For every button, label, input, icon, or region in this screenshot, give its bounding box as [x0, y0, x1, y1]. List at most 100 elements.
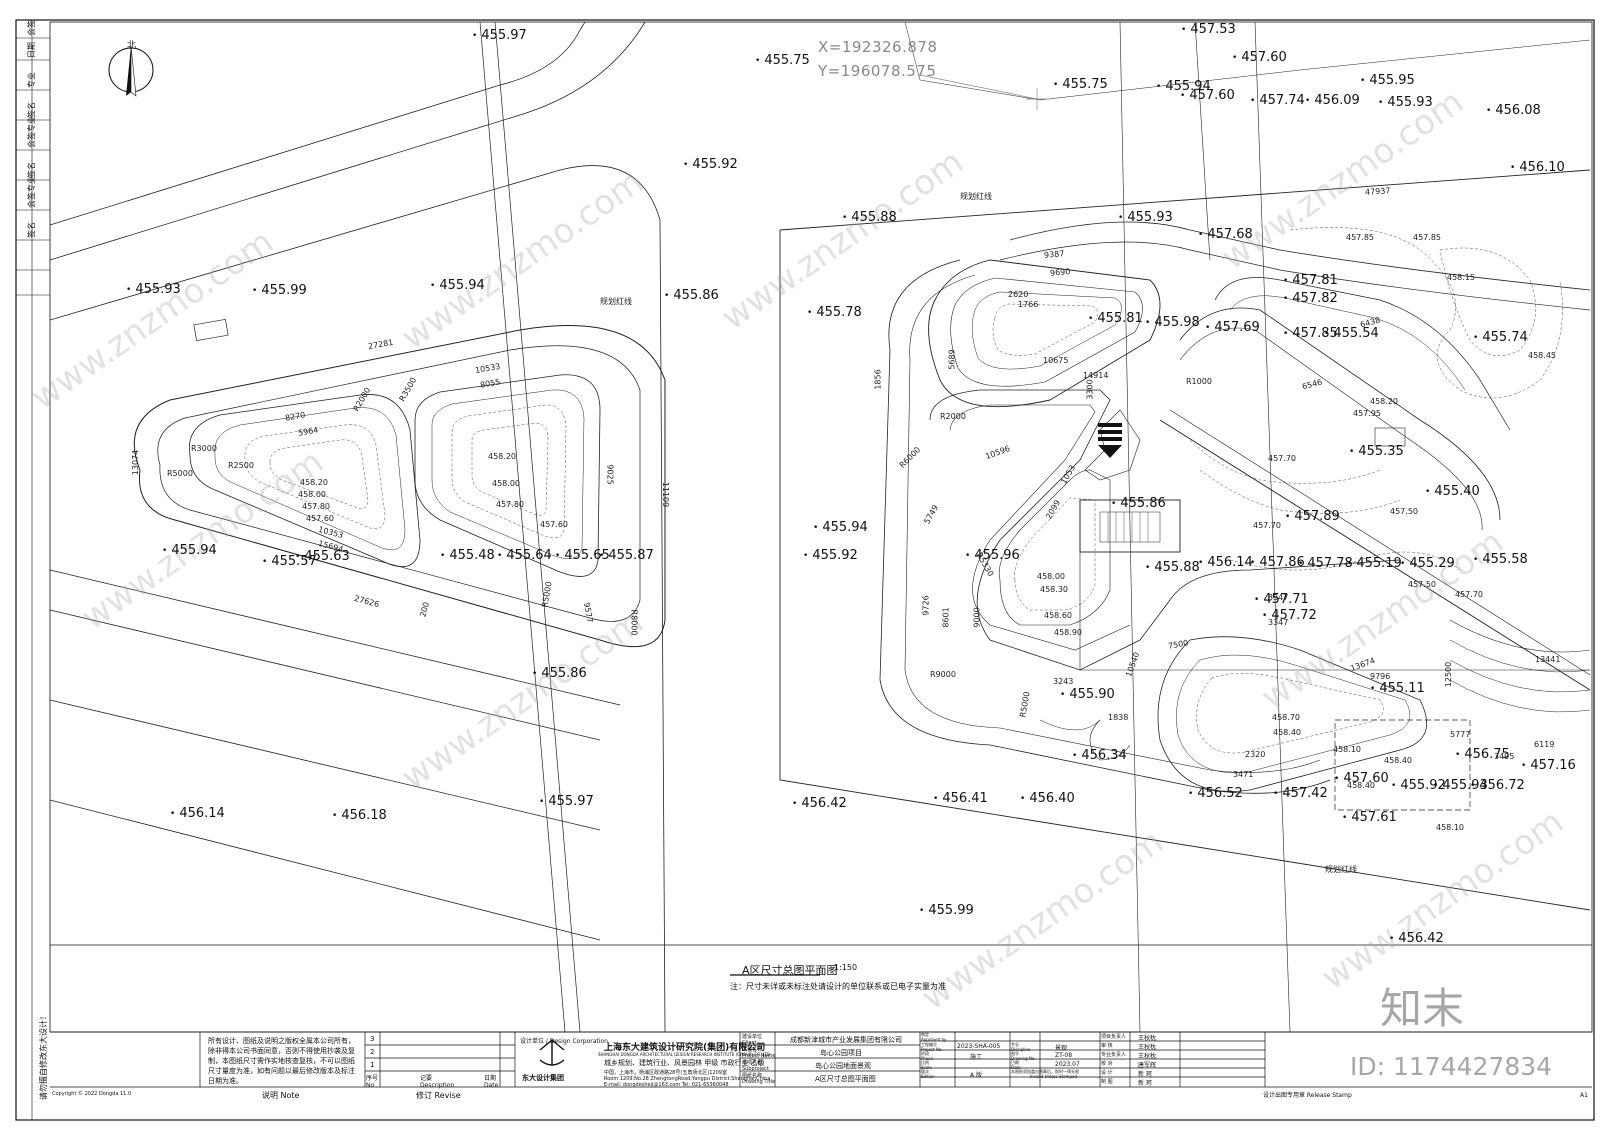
- dimension-label: 3347: [1268, 593, 1289, 602]
- drawing-title: A区尺寸总图平面图: [742, 964, 838, 977]
- spot-elevation: 456.41: [933, 791, 988, 806]
- spot-elevation: 455.11: [1370, 681, 1425, 696]
- spot-elevation: 455.78: [807, 305, 862, 320]
- revise-label: 修订 Revise: [416, 1091, 461, 1100]
- spot-elevation: 456.18: [332, 808, 387, 823]
- spot-elevation: 455.40: [1425, 484, 1480, 499]
- spot-elevation: 457.86: [1250, 555, 1305, 570]
- revision-desc-header: 记要 Description: [420, 1075, 455, 1089]
- spot-elevation: 455.97: [472, 28, 527, 43]
- spot-elevation: 455.19: [1347, 556, 1402, 571]
- role-label: 项目负责人: [1101, 1034, 1127, 1040]
- spot-elevation: 455.64: [497, 548, 552, 563]
- north-label: 北: [127, 41, 137, 51]
- spot-elevation: 455.97: [539, 794, 594, 809]
- spot-elevation: 455.81: [1088, 311, 1143, 326]
- contour-label: 458.45: [1528, 351, 1556, 360]
- revision-row-number: 3: [370, 1035, 375, 1043]
- spot-elevation: 455.98: [1145, 315, 1200, 330]
- contour-label: 458.00: [298, 490, 326, 499]
- spot-elevation: 455.29: [1400, 556, 1455, 571]
- title-block-grid: [50, 944, 1592, 1088]
- drawing-no-label: 图号 Drawing No.: [1011, 1051, 1036, 1061]
- edition-label: 版次 Edition: [921, 1069, 935, 1079]
- dimension-label: 3300: [1085, 379, 1095, 400]
- dimension-label: R9000: [930, 670, 956, 679]
- contour-label: 458.15: [1447, 273, 1475, 282]
- subproject-name: 岛心公园地面景观: [815, 1062, 871, 1070]
- dimension-label: R5000: [167, 469, 193, 478]
- dimension-label: 47937: [1364, 186, 1391, 197]
- role-name: 新 珂: [1138, 1080, 1152, 1087]
- contour-label: 457.70: [1268, 454, 1296, 463]
- role-name: 王秋枕: [1138, 1053, 1157, 1060]
- spot-elevation: 455.94: [430, 278, 485, 293]
- spot-elevation: 457.53: [1181, 22, 1236, 37]
- dimension-label: 9387: [1043, 249, 1065, 260]
- company-qualification: 城乡规划、建筑行业、风景园林 甲级 市政行业 乙级: [604, 1059, 765, 1067]
- spot-elevation: 455.92: [683, 157, 738, 172]
- date-label: 日期 Date: [1011, 1060, 1021, 1070]
- spot-elevation: 455.99: [919, 903, 974, 918]
- drawing-note: 注：尺寸未详或未标注处请设计的单位联系或已电子实量为准: [730, 982, 946, 991]
- side-field: 会签: [27, 20, 36, 36]
- spot-elevation: 456.42: [792, 796, 847, 811]
- invalid-note: 本图纸须加盖出图章后，即时一律无效: [1011, 1069, 1079, 1074]
- side-strip-text: 请勿擅自修改东大设计！: [39, 1012, 48, 1100]
- dimension-label: 10675: [1043, 356, 1069, 365]
- spot-elevation: 455.93: [1378, 95, 1433, 110]
- logo-text: 东大设计集团: [522, 1074, 564, 1082]
- dimension-label: 1838: [1108, 713, 1129, 722]
- spot-elevation: 456.52: [1188, 786, 1243, 801]
- coordinate-y: Y=196078.575: [818, 62, 937, 80]
- spot-elevation: 457.78: [1298, 556, 1353, 571]
- contour-label: 458.00: [1037, 572, 1065, 581]
- spot-elevation: 455.63: [295, 549, 350, 564]
- dimension-label: 3243: [1053, 677, 1074, 686]
- edition: A 版: [970, 1072, 983, 1079]
- spot-elevation: 457.60: [1180, 88, 1235, 103]
- contour-label: 457.80: [496, 500, 524, 509]
- dimension-label: 12500: [1444, 661, 1454, 688]
- contour-label: 457.50: [1390, 507, 1418, 516]
- brand-logo-text: 知末: [1380, 984, 1465, 1033]
- left-planting-island: [133, 318, 666, 648]
- contour-label: 458.10: [1333, 745, 1361, 754]
- contour-label: 458.20: [300, 478, 328, 487]
- dimension-label: 8601: [941, 607, 951, 628]
- contour-label: 458.00: [492, 479, 520, 488]
- spot-elevation: 455.87: [599, 548, 654, 563]
- dimension-label: R3000: [191, 444, 217, 453]
- spot-elevation: 455.74: [1473, 330, 1528, 345]
- road-edges: [49, 21, 1591, 1033]
- role-label: 审 核: [1101, 1043, 1113, 1049]
- contour-label: 457.85: [1346, 233, 1374, 242]
- side-strip: [16, 20, 50, 1120]
- spot-elevation: 455.99: [252, 283, 307, 298]
- spot-elevation: 455.75: [1053, 77, 1108, 92]
- contour-label: 457.60: [306, 514, 334, 523]
- contour-label: 458.10: [1436, 823, 1464, 832]
- dimension-label: 1766: [1018, 300, 1039, 309]
- role-label: 专业负责人: [1101, 1052, 1127, 1058]
- project-name: 岛心公园项目: [820, 1049, 862, 1057]
- spot-elevation: 455.94: [813, 520, 868, 535]
- red-line-label: 规划红线: [600, 297, 632, 306]
- company-address: 中国，上海市，杨浦区政通路28号(五角场北区)1209室: [604, 1070, 727, 1076]
- dimension-label: 2320: [1245, 750, 1266, 759]
- company-address-en: Room 1209,No.28 ZhengtongRoad,Yangpu Dis…: [604, 1076, 771, 1082]
- role-label: 校 对: [1101, 1061, 1113, 1067]
- dimension-label: 5777: [1450, 730, 1471, 739]
- dimension-label: R8000: [629, 609, 639, 636]
- spot-elevation: 455.95: [1360, 73, 1415, 88]
- spot-elevation: 455.93: [1118, 210, 1173, 225]
- contour-label: 458.90: [1054, 628, 1082, 637]
- spot-elevation: 457.69: [1205, 320, 1260, 335]
- contour-label: 458.20: [1370, 397, 1398, 406]
- spot-elevation: 456.10: [1510, 160, 1565, 175]
- subproject-label: 单项名称 Subproject: [742, 1060, 769, 1072]
- discipline: 景观: [1055, 1045, 1068, 1052]
- dimension-label: 13074: [131, 449, 141, 476]
- contour-label: 457.70: [1455, 590, 1483, 599]
- brand-id: ID: 1174427834: [1350, 1052, 1553, 1081]
